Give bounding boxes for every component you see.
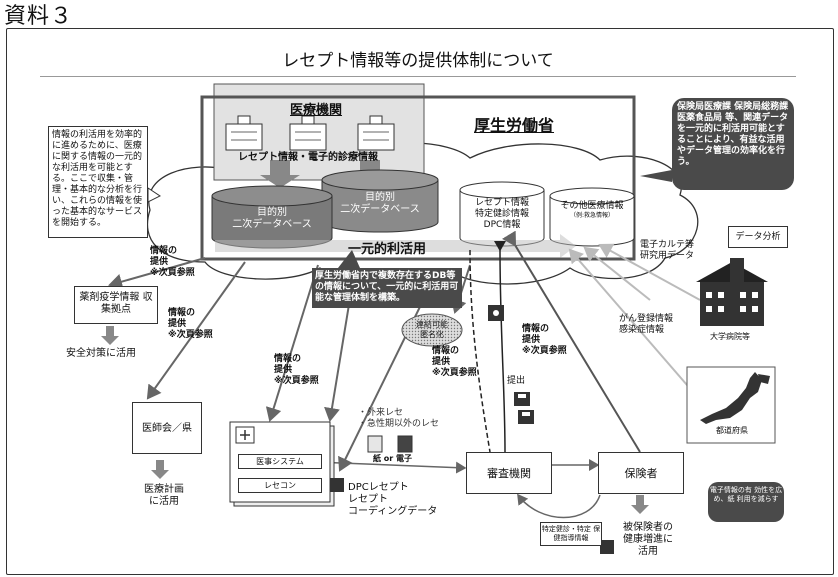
prefecture-label: 都道府県 <box>716 426 748 435</box>
yakuzai-use: 安全対策に活用 <box>66 348 136 359</box>
document-label: 資料３ <box>4 4 74 29</box>
provide-label-3: 情報の 提供 ※次頁参照 <box>274 354 319 386</box>
hokensha-note: 電子情報の有 効性を広め、紙 利用を減らす <box>708 482 784 522</box>
university-label: 大学病院等 <box>710 332 750 341</box>
iryo-flow-label: レセプト情報・電子的診療情報 <box>238 152 378 163</box>
teishutsu-label: 提出 <box>507 376 526 386</box>
db-other-label: その他医療情報 <box>560 201 624 211</box>
diagram-frame <box>6 28 834 575</box>
provide-label-1: 情報の 提供 ※次頁参照 <box>150 246 195 278</box>
recon-box: レセコン <box>238 478 322 493</box>
ishikai-use: 医療計画 に活用 <box>144 484 184 507</box>
ehr-label: 電子カルテ等 研究用データ <box>640 240 695 261</box>
db-front-label: 目的別 二次データベース <box>232 207 312 230</box>
hokensha-box: 保険者 <box>598 452 684 494</box>
provide-label-4: 情報の 提供 ※次頁参照 <box>432 346 477 378</box>
cancer-label: がん登録情報 感染症情報 <box>619 314 674 335</box>
db-list-label: レセプト情報 特定健診情報 DPC情報 <box>474 198 529 230</box>
provide-label-5: 情報の 提供 ※次頁参照 <box>522 324 567 356</box>
shinsa-kikan-box: 審査機関 <box>466 452 552 494</box>
db-other-sub: （例:救急情報） <box>569 212 615 219</box>
iryo-kikan-label: 医療機関 <box>290 103 343 118</box>
paper-note: ・外来レセ ・急性期以外のレセ <box>358 408 440 429</box>
hihoken-use: 被保険者の 健康増進に 活用 <box>623 522 673 557</box>
provide-label-2: 情報の 提供 ※次頁参照 <box>168 308 213 340</box>
mid-note: 厚生労働省内で複数存在するDB等の情報について、一元的に利活用可能な管理体制を構… <box>312 268 462 308</box>
right-note: 保険局医療課 保険局総務課 医薬食品局 等、関連データを一元的に利活用可能とする… <box>672 98 794 190</box>
unified-use-label: 一元的利活用 <box>348 242 427 257</box>
dpc-label: DPCレセプト レセプト コーディングデータ <box>348 482 438 517</box>
renraku-label: 連結可能 匿名化 <box>416 320 448 339</box>
page-title: レセプト情報等の提供体制について <box>40 46 796 77</box>
paper-media-label: 紙 or 電子 <box>373 454 413 463</box>
db-back-label: 目的別 二次データベース <box>340 192 420 215</box>
yakuzai-box: 薬剤疫学情報 収集拠点 <box>74 286 158 324</box>
tokutei-box: 特定健診・特定 保健指導情報 <box>540 522 602 546</box>
kosei-label: 厚生労働省 <box>474 116 555 135</box>
data-analysis-box: データ分析 <box>728 226 788 248</box>
left-note: 情報の利活用を効率的に進めるために、医療に関する情報の一元的な利活用を可能とする… <box>48 126 148 238</box>
ishikai-box: 医師会／県 <box>132 402 202 454</box>
iji-system-box: 医事システム <box>238 454 322 469</box>
